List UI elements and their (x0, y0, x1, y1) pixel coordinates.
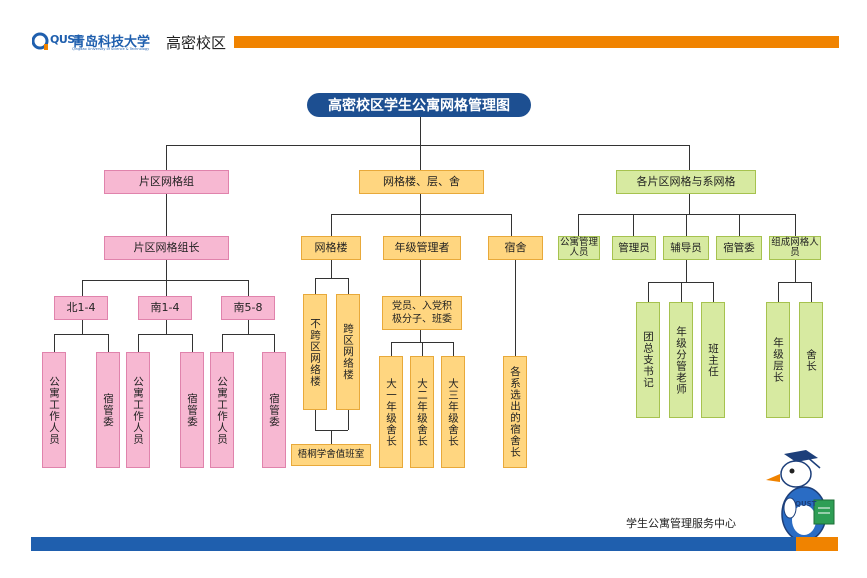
university-name-en: Qingdao University of Science & Technolo… (72, 47, 150, 51)
non-cross-area-building: 不跨区网络楼 (303, 294, 327, 410)
grade-floor-leader: 年级层长 (766, 302, 790, 418)
north-dorm-committee: 宿管委 (96, 352, 120, 468)
dorm-committee: 宿管委 (716, 236, 762, 260)
dormitory: 宿舍 (488, 236, 543, 260)
grade-supervising-teacher: 年级分管老师 (669, 302, 693, 418)
branch-building-floor-room: 网格楼、层、舍 (359, 170, 484, 194)
group-north-1-4: 北1-4 (54, 296, 108, 320)
north-apartment-staff: 公寓工作人员 (42, 352, 66, 468)
footer-blue-bar (31, 537, 796, 551)
logo-icon (31, 32, 49, 50)
header: QUST 青岛科技大学 Qingdao University of Scienc… (0, 0, 867, 60)
cross-area-building: 跨区网络楼 (336, 294, 360, 410)
group-south-1-4: 南1-4 (138, 296, 192, 320)
freshman-dorm-leader: 大一年级舍长 (379, 356, 403, 468)
area-grid-leader: 片区网格组长 (104, 236, 229, 260)
junior-dorm-leader: 大三年级舍长 (441, 356, 465, 468)
branch-area-dept-grid: 各片区网格与系网格 (616, 170, 756, 194)
chart-title: 高密校区学生公寓网格管理图 (307, 93, 531, 117)
room-leader: 舍长 (799, 302, 823, 418)
logo-mark (31, 30, 62, 52)
wutong-duty-room: 梧桐学舍值班室 (291, 444, 371, 466)
header-orange-bar (234, 36, 839, 48)
campus-label: 高密校区 (166, 34, 227, 52)
footer-orange-bar (796, 537, 838, 551)
mascot-bird-icon (766, 450, 835, 546)
south14-apartment-staff: 公寓工作人员 (126, 352, 150, 468)
apartment-management-staff: 公寓管理人员 (558, 236, 600, 260)
branch-area-grid-group: 片区网格组 (104, 170, 229, 194)
sophomore-dorm-leader: 大二年级舍长 (410, 356, 434, 468)
mascot-illustration: QUST (762, 448, 848, 548)
counselor: 辅导员 (663, 236, 709, 260)
group-south-5-8: 南5-8 (221, 296, 275, 320)
party-members-committee: 党员、入党积极分子、班委 (382, 296, 462, 330)
university-name: 青岛科技大学 (72, 35, 151, 50)
class-advisor: 班主任 (701, 302, 725, 418)
grade-manager: 年级管理者 (383, 236, 461, 260)
south58-dorm-committee: 宿管委 (262, 352, 286, 468)
south58-apartment-staff: 公寓工作人员 (210, 352, 234, 468)
south14-dorm-committee: 宿管委 (180, 352, 204, 468)
footer-center-label: 学生公寓管理服务中心 (626, 517, 736, 530)
youth-league-secretary: 团总支书记 (636, 302, 660, 418)
grid-building: 网格楼 (301, 236, 361, 260)
administrator: 管理员 (612, 236, 656, 260)
grid-members: 组成网格人员 (769, 236, 821, 260)
mascot-badge: QUST (795, 500, 817, 508)
logo-text: QUST (50, 33, 82, 46)
dept-dorm-leader: 各系选出的宿舍长 (503, 356, 527, 468)
